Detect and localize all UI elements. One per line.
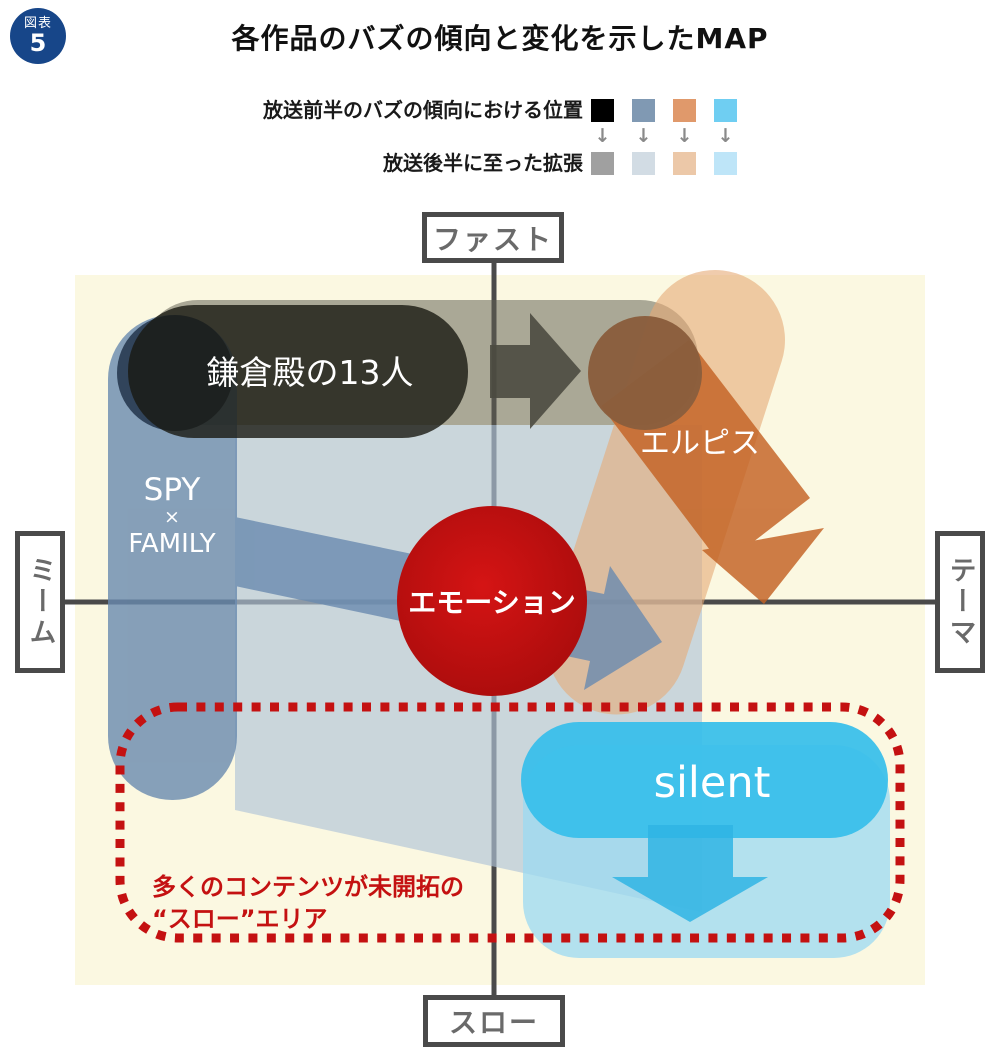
legend-swatch-kamakura-start: [591, 99, 614, 122]
emotion-circle: [397, 506, 587, 696]
legend-swatch-silent-expanded: [714, 152, 737, 175]
slow-area-annotation-line2: “スロー”エリア: [152, 905, 328, 933]
axis-label-meme: ミーム: [15, 531, 65, 673]
axis-label-fast: ファスト: [422, 212, 564, 263]
down-arrow-icon: ↓: [676, 125, 693, 147]
down-arrow-icon: ↓: [594, 125, 611, 147]
elpis-arrow: [702, 528, 824, 604]
legend-swatch-elpis-expanded: [673, 152, 696, 175]
legend-swatch-elpis-start: [673, 99, 696, 122]
figure-badge-label: 図表: [23, 16, 52, 31]
spy-label-line1: SPY: [144, 472, 201, 508]
elpis-label: エルピス: [640, 426, 760, 461]
page-title: 各作品のバズの傾向と変化を示したMAP: [231, 22, 769, 55]
figure-badge: 図表 5: [10, 8, 66, 64]
legend-first-half-swatches: [591, 99, 737, 122]
legend-second-half-swatches: [591, 152, 737, 175]
legend-second-half-label: 放送後半に至った拡張: [383, 151, 583, 175]
spy-label-line3: FAMILY: [128, 529, 215, 559]
emotion-label: エモーション: [408, 586, 575, 619]
silent-pill: [521, 722, 888, 838]
silent-label: silent: [654, 758, 771, 808]
kamakura-pill: [128, 305, 468, 438]
slow-area-dotted-frame: [115, 702, 905, 943]
elpis-start-circle: [588, 316, 702, 430]
down-arrow-icon: ↓: [717, 125, 734, 147]
silent-arrow: [612, 825, 768, 922]
legend-swatch-silent-start: [714, 99, 737, 122]
legend-swatch-spy-expanded: [632, 152, 655, 175]
legend-swatch-spy-start: [632, 99, 655, 122]
legend-swatch-kamakura-expanded: [591, 152, 614, 175]
kamakura-arrow: [490, 313, 581, 429]
down-arrow-icon: ↓: [635, 125, 652, 147]
axis-label-slow: スロー: [423, 995, 565, 1047]
kamakura-label: 鎌倉殿の13人: [207, 353, 414, 392]
figure-badge-number: 5: [29, 29, 47, 57]
spy-label-line2: ×: [164, 506, 180, 528]
legend-first-half-label: 放送前半のバズの傾向における位置: [263, 98, 583, 122]
slow-area-annotation-line1: 多くのコンテンツが未開拓の: [152, 873, 464, 901]
axis-label-theme: テーマ: [935, 531, 985, 673]
legend-arrows: ↓ ↓ ↓ ↓: [591, 123, 737, 149]
